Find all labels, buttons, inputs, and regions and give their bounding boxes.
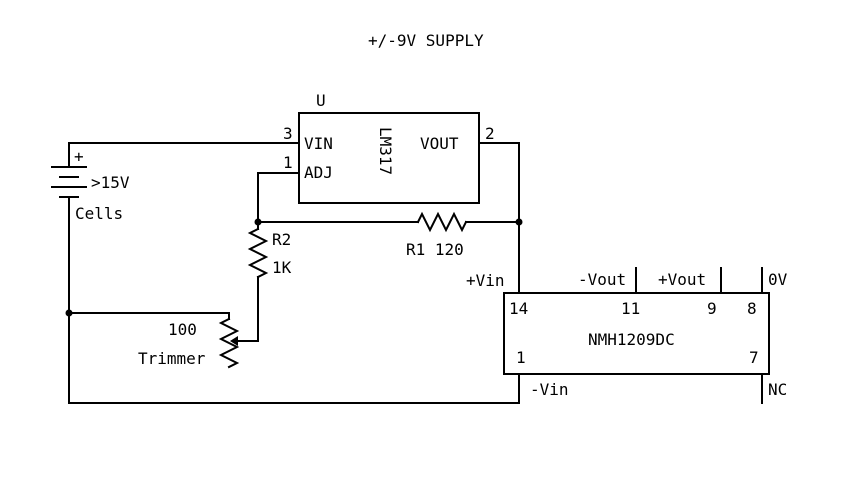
r2-resistor bbox=[247, 227, 269, 279]
r1-label: R1 120 bbox=[406, 240, 464, 259]
converter-nc-label: NC bbox=[768, 380, 787, 399]
battery-label: Cells bbox=[75, 204, 123, 223]
converter-minus-vin-label: -Vin bbox=[530, 380, 569, 399]
regulator-pin3-number: 3 bbox=[283, 124, 293, 143]
regulator-part-label: LM317 bbox=[376, 127, 395, 175]
converter-zero-v-label: 0V bbox=[768, 270, 788, 289]
diagram-title: +/-9V SUPPLY bbox=[368, 31, 484, 50]
regulator-pin3-name: VIN bbox=[304, 134, 333, 153]
regulator-pin2-name: VOUT bbox=[420, 134, 459, 153]
r2-designator: R2 bbox=[272, 230, 291, 249]
converter-pin14: 14 bbox=[509, 299, 528, 318]
battery-voltage-label: >15V bbox=[91, 173, 130, 192]
trimmer-wiper-arrow bbox=[230, 336, 238, 346]
converter-plus-vin-label: +Vin bbox=[466, 271, 505, 290]
regulator-pin1-name: ADJ bbox=[304, 163, 333, 182]
r2-value: 1K bbox=[272, 258, 292, 277]
battery-junction-dot bbox=[65, 309, 73, 317]
trimmer-value: 100 bbox=[168, 320, 197, 339]
regulator-body bbox=[298, 112, 480, 204]
converter-plus-vout-label: +Vout bbox=[658, 270, 706, 289]
regulator-pin2-number: 2 bbox=[485, 124, 495, 143]
trimmer-label: Trimmer bbox=[138, 349, 206, 368]
converter-pin7: 7 bbox=[749, 348, 759, 367]
converter-pin9: 9 bbox=[707, 299, 717, 318]
battery-plus-sign: + bbox=[74, 147, 84, 166]
trimmer-resistor bbox=[218, 317, 240, 369]
converter-pin11: 11 bbox=[621, 299, 640, 318]
regulator-pin1-number: 1 bbox=[283, 153, 293, 172]
converter-pin8: 8 bbox=[747, 299, 757, 318]
converter-pin1: 1 bbox=[516, 348, 526, 367]
regulator-designator: U bbox=[316, 91, 326, 110]
r1-resistor bbox=[416, 211, 468, 233]
converter-part-label: NMH1209DC bbox=[588, 330, 675, 349]
converter-minus-vout-label: -Vout bbox=[578, 270, 626, 289]
